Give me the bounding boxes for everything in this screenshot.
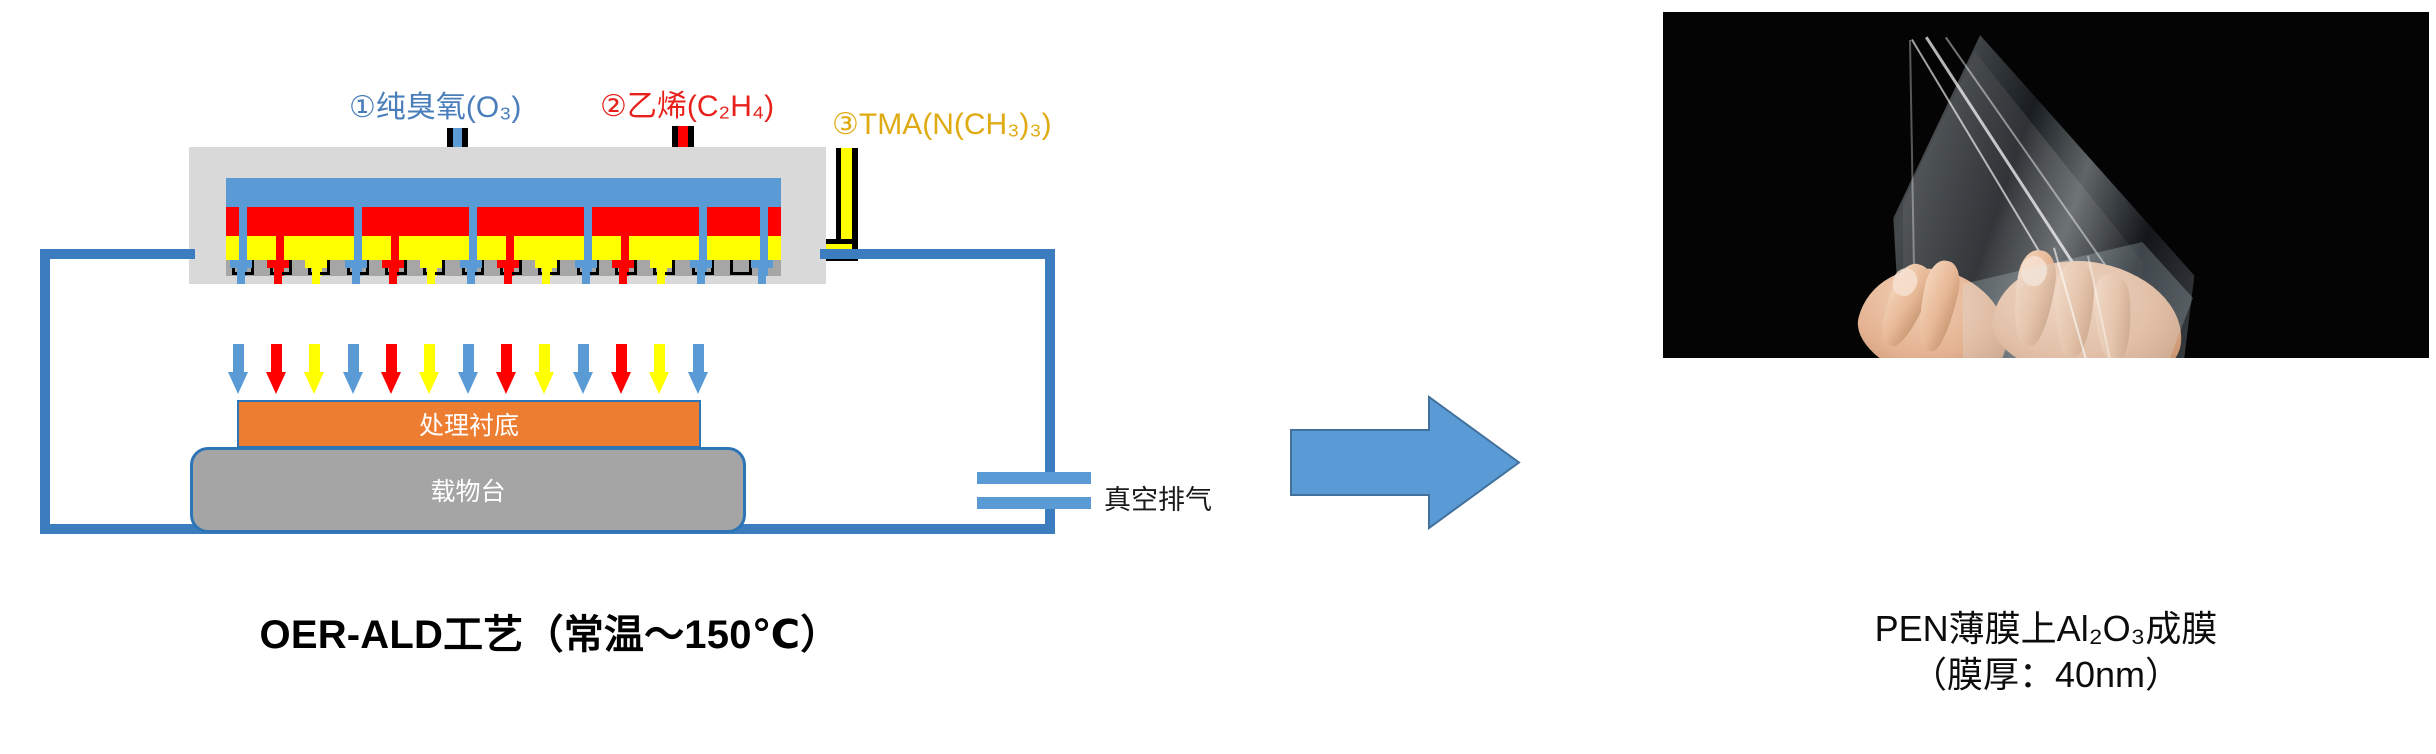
flow-arrow-ozone — [228, 344, 249, 394]
treated-substrate: 处理衬底 — [237, 400, 701, 448]
vacuum-loop-left — [40, 249, 50, 534]
gas-inlet-label-tma: ③TMA(N(CH₃)₃) — [832, 108, 1052, 141]
vacuum-loop-right-top — [820, 249, 1055, 259]
vacuum-loop-right-return — [1045, 499, 1055, 534]
gas-inlet-label-ethylene: ②乙烯(C₂H₄) — [600, 90, 775, 123]
treated-substrate-label: 处理衬底 — [418, 412, 519, 440]
flow-arrow-ethylene — [266, 344, 287, 394]
right-caption: PEN薄膜上Al₂O₃成膜 （膜厚：40nm） — [1663, 606, 2429, 698]
pen-film-photo — [1663, 12, 2429, 358]
vacuum-exhaust-bar-lower — [977, 497, 1091, 509]
flow-arrow-ethylene — [611, 344, 632, 394]
feed-column-blue — [699, 207, 707, 276]
vacuum-loop-right-bottom — [700, 524, 1055, 534]
process-result-arrow — [1289, 394, 1521, 531]
feed-column-blue — [354, 207, 362, 276]
feed-column-red — [276, 236, 284, 276]
feed-column-blue — [584, 207, 592, 276]
feed-column-red — [506, 236, 514, 276]
flow-arrow-tma — [649, 344, 670, 394]
vacuum-exhaust-bar-upper — [977, 472, 1091, 484]
chamber-layer-showerhead-plenum — [226, 178, 781, 207]
flow-arrow-ozone — [458, 344, 479, 394]
flow-arrow-tma — [534, 344, 555, 394]
flow-arrow-ethylene — [381, 344, 402, 394]
reactor-chamber-internals — [226, 178, 781, 276]
flow-arrow-ozone — [343, 344, 364, 394]
vacuum-loop-top — [40, 249, 195, 259]
right-caption-line-1: PEN薄膜上Al₂O₃成膜 — [1874, 608, 2218, 649]
feed-column-blue — [469, 207, 477, 276]
left-caption: OER-ALD工艺（常温～150℃） — [259, 613, 841, 657]
vacuum-exhaust-label: 真空排气 — [1104, 485, 1212, 515]
flow-arrow-ozone — [573, 344, 594, 394]
wafer-stage-label: 载物台 — [430, 478, 506, 506]
feed-column-red — [621, 236, 629, 276]
right-caption-line-2: （膜厚：40nm） — [1910, 654, 2182, 696]
flow-arrow-tma — [419, 344, 440, 394]
precursor-flow-arrows — [226, 344, 786, 396]
flow-arrow-ozone — [688, 344, 709, 394]
feed-column-red — [391, 236, 399, 276]
feed-column-blue — [760, 207, 768, 276]
nozzle-tip-row — [226, 258, 781, 284]
flow-arrow-tma — [304, 344, 325, 394]
gas-inlet-label-ozone: ①纯臭氧(O₃) — [349, 91, 522, 124]
inlet-pipe-tma-vertical-core — [841, 148, 852, 256]
vacuum-loop-right-vert — [1045, 249, 1055, 479]
flow-arrow-ethylene — [496, 344, 517, 394]
wafer-stage: 载物台 — [190, 447, 746, 533]
chamber-layer-tma-manifold — [226, 236, 781, 260]
feed-column-blue — [239, 207, 247, 276]
oer-ald-process-diagram: ①纯臭氧(O₃) ②乙烯(C₂H₄) ③TMA(N(CH₃)₃) — [0, 0, 1300, 600]
chamber-layer-ozone-manifold — [226, 207, 781, 236]
